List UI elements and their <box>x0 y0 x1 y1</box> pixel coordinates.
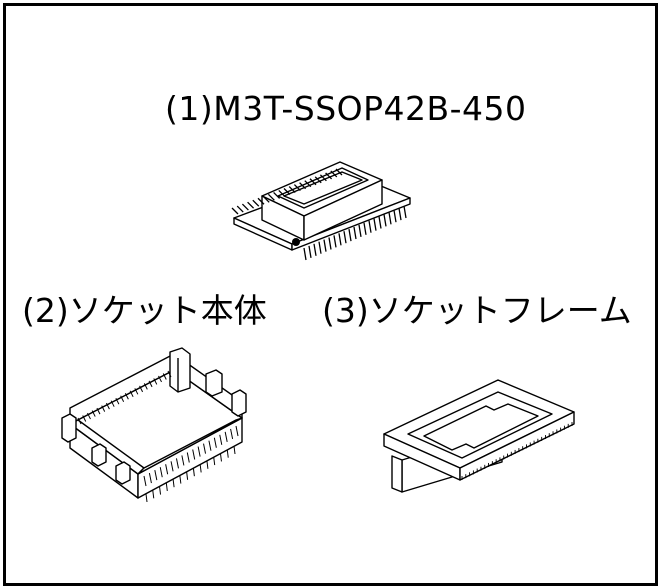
part-1-label: (1)M3T-SSOP42B-450 <box>165 89 527 128</box>
part-3-label: (3)ソケットフレーム <box>322 291 632 330</box>
part-1-socket-adapter-drawing <box>222 148 422 270</box>
diagram-frame <box>3 3 658 586</box>
part-2-socket-body-drawing <box>56 348 258 510</box>
part-3-socket-frame-drawing <box>382 376 578 508</box>
part-2-label: (2)ソケット本体 <box>22 291 267 330</box>
